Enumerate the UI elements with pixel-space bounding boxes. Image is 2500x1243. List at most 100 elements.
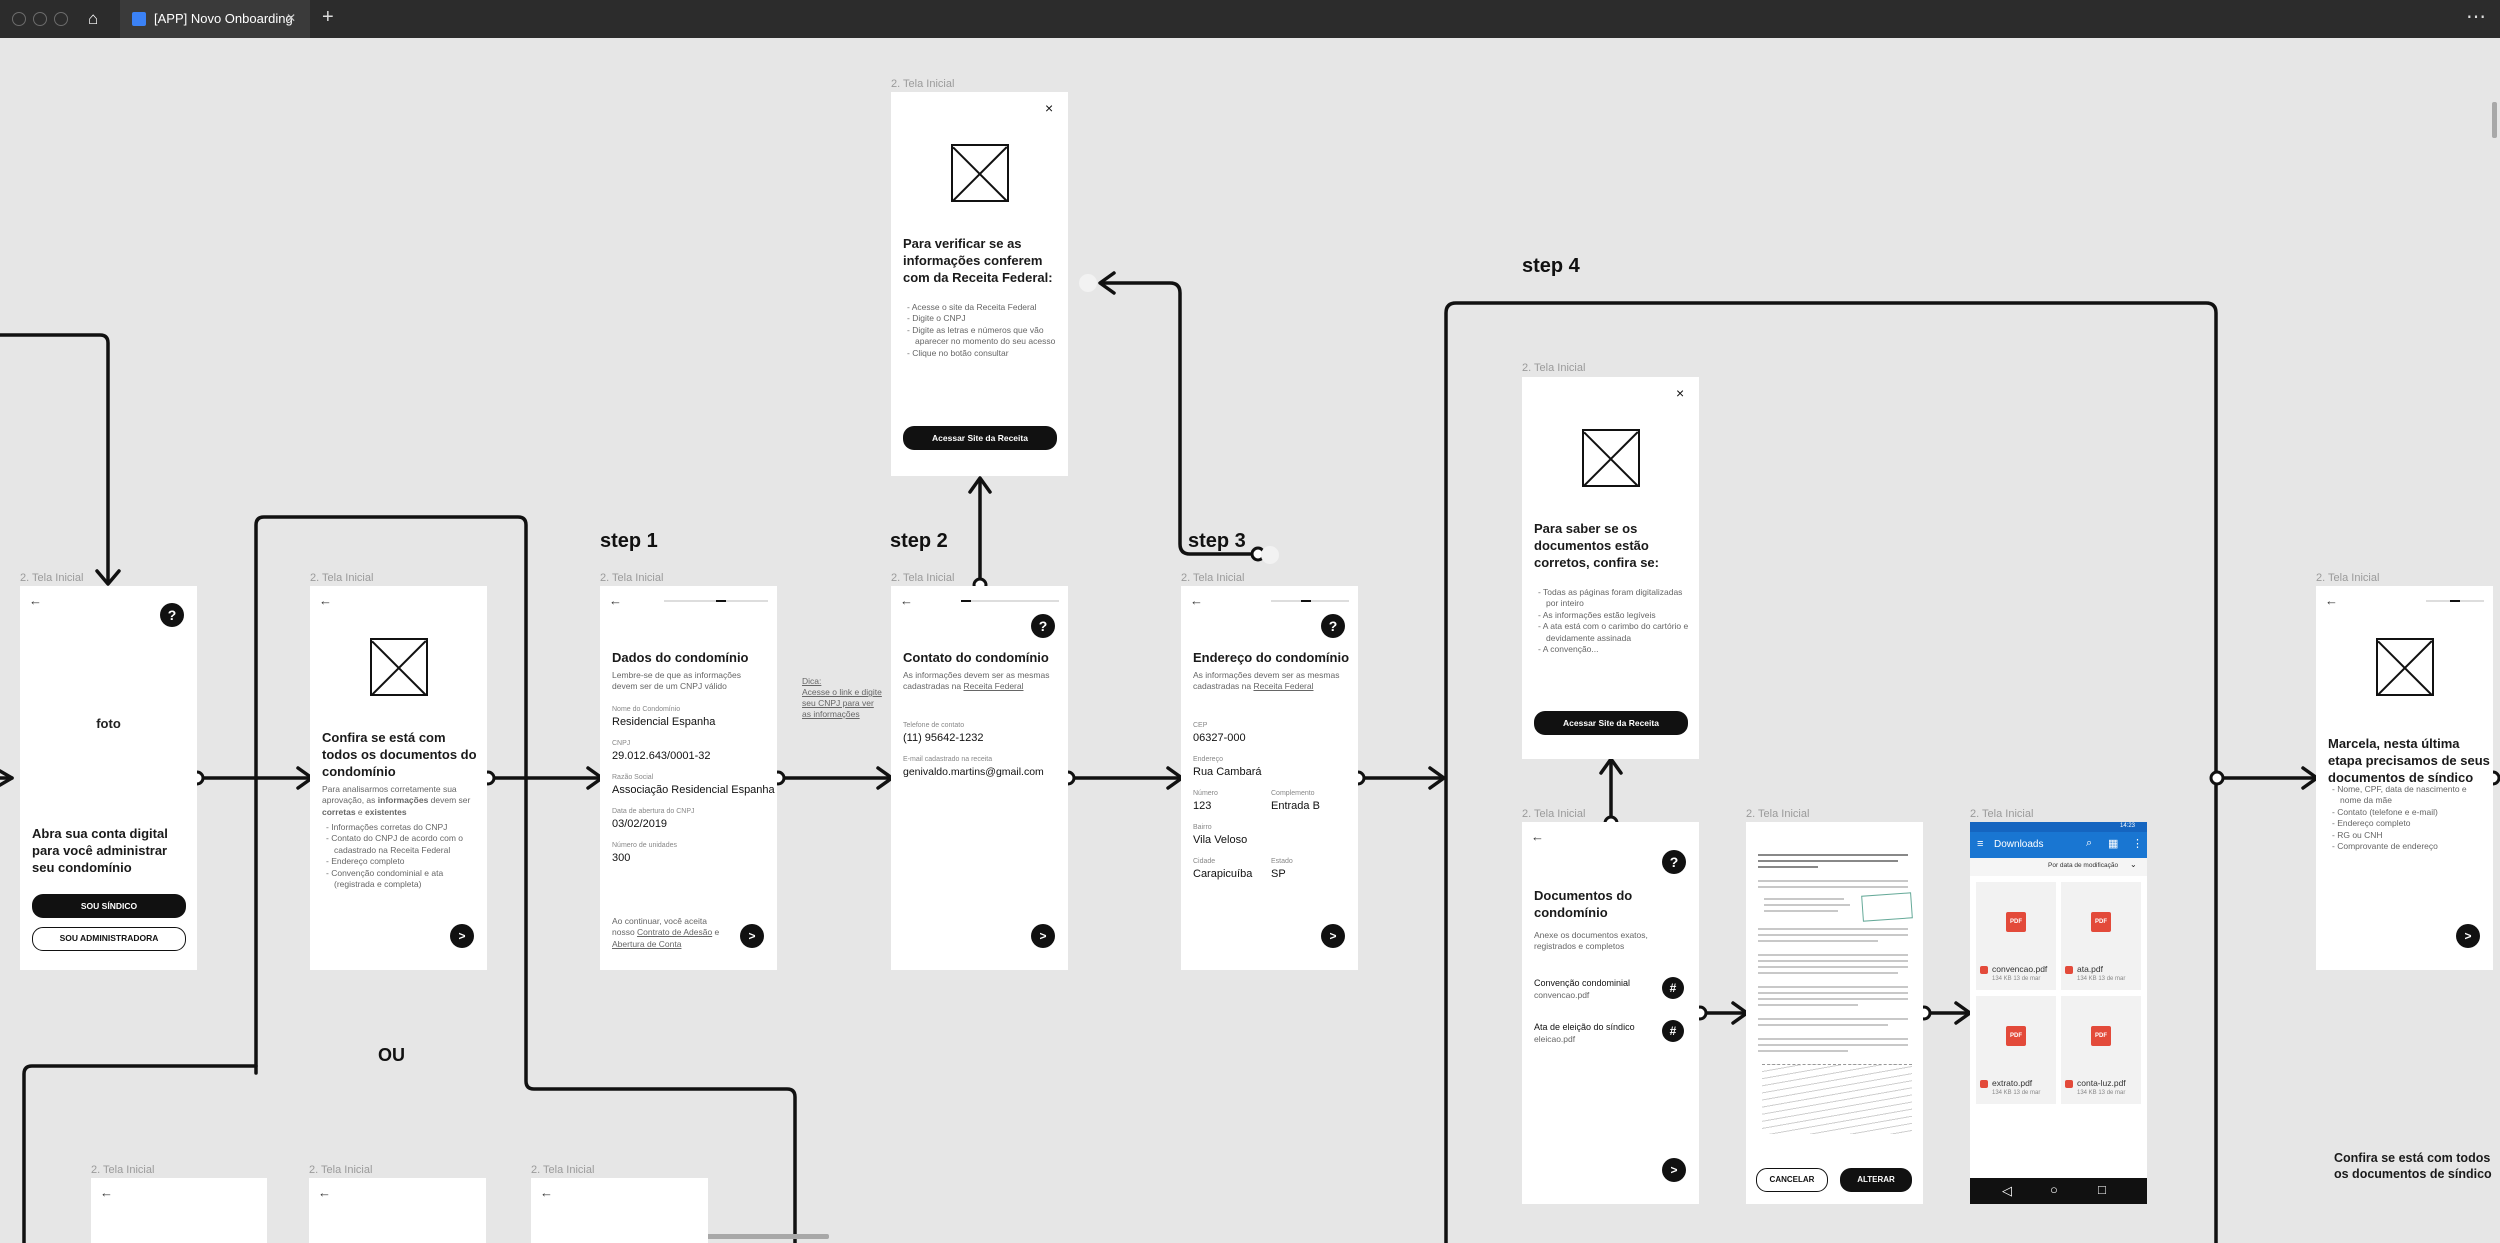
bairro-field[interactable]: Vila Veloso	[1193, 834, 1248, 846]
complemento-label: Complemento	[1271, 790, 1315, 797]
frame-contato-condominio[interactable]: ← ? Contato do condomínio As informações…	[891, 586, 1068, 970]
sou-sindico-button[interactable]: SOU SÍNDICO	[32, 894, 186, 918]
progress-indicator	[961, 600, 1059, 602]
window-minimize-control[interactable]	[33, 12, 47, 26]
next-button[interactable]: >	[1321, 924, 1345, 948]
cidade-label: Cidade	[1193, 858, 1216, 865]
file-tile[interactable]: PDF convencao.pdf 134 KB 13 de mar	[1976, 882, 2056, 990]
file-name: conta-luz.pdf	[2077, 1078, 2126, 1088]
pdf-icon: PDF	[2006, 912, 2026, 932]
home-icon[interactable]: ⌂	[88, 9, 99, 28]
frame-sindico-documents[interactable]: ← Marcela, nesta última etapa precisamos…	[2316, 586, 2493, 970]
bottom-frame-title: Confira se está com todos os documentos …	[2334, 1151, 2492, 1182]
more-menu-icon[interactable]: ⋯	[2466, 6, 2486, 28]
window-maximize-control[interactable]	[54, 12, 68, 26]
frame-bottom-2[interactable]: ←	[309, 1178, 486, 1243]
receita-federal-link[interactable]: Receita Federal	[1253, 681, 1314, 692]
tab-title: [APP] Novo Onboarding	[154, 11, 293, 26]
next-button[interactable]: >	[1662, 1158, 1686, 1182]
estado-field[interactable]: SP	[1271, 868, 1286, 880]
next-button[interactable]: >	[450, 924, 474, 948]
back-icon[interactable]: ←	[318, 1185, 331, 1200]
attach-ata-button[interactable]: #	[1662, 1020, 1684, 1042]
frame-endereco-condominio[interactable]: ← ? Endereço do condomínio As informaçõe…	[1181, 586, 1358, 970]
downloads-title: Downloads	[1994, 839, 2044, 850]
numero-field[interactable]: 123	[1193, 800, 1212, 812]
window-close-control[interactable]	[12, 12, 26, 26]
abertura-conta-link[interactable]: Abertura de Conta	[612, 938, 682, 949]
design-canvas[interactable]: step 1 step 2 step 3 step 4 OU 2. Tela I…	[0, 38, 2500, 1243]
stamp-image	[1861, 892, 1913, 922]
endereco-label: Endereço	[1193, 756, 1223, 763]
frame-welcome[interactable]: ← ? foto Abra sua conta digital para voc…	[20, 586, 197, 970]
frame-docs-modal[interactable]: × Para saber se os documentos estão corr…	[1522, 377, 1699, 759]
frame-label: 2. Tela Inicial	[91, 1164, 155, 1176]
endereco-field[interactable]: Rua Cambará	[1193, 766, 1262, 778]
grid-view-icon[interactable]: ▦	[2108, 838, 2119, 850]
file-tile[interactable]: PDF extrato.pdf 134 KB 13 de mar	[1976, 996, 2056, 1104]
contrato-adesao-link[interactable]: Contrato de Adesão	[637, 927, 713, 938]
complemento-field[interactable]: Entrada B	[1271, 800, 1320, 812]
sou-administradora-button[interactable]: SOU ADMINISTRADORA	[32, 927, 186, 951]
back-icon[interactable]: ←	[29, 593, 42, 608]
frame-dados-condominio[interactable]: ← Dados do condomínio Lembre-se de que a…	[600, 586, 777, 970]
progress-indicator	[1271, 600, 1349, 602]
sort-selector[interactable]: Por data de modificação ⌄	[1970, 858, 2147, 876]
add-tab-button[interactable]: +	[322, 6, 334, 28]
convencao-label: Convenção condominial	[1534, 978, 1631, 988]
frame-android-downloads[interactable]: 14:23 ≡ Downloads ⌕ ▦ ⋮ Por data de modi…	[1970, 822, 2147, 1204]
email-field[interactable]: genivaldo.martins@gmail.com	[903, 766, 1044, 778]
back-icon[interactable]: ←	[319, 593, 332, 608]
next-button[interactable]: >	[2456, 924, 2480, 948]
back-icon[interactable]: ←	[900, 593, 913, 608]
frame-document-preview[interactable]: CANCELAR ALTERAR	[1746, 822, 1923, 1204]
nome-field[interactable]: Residencial Espanha	[612, 716, 716, 728]
search-icon[interactable]: ⌕	[2086, 837, 2093, 849]
attach-convencao-button[interactable]: #	[1662, 977, 1684, 999]
acessar-receita-button[interactable]: Acessar Site da Receita	[1534, 711, 1688, 735]
frame-bottom-3[interactable]: ←	[531, 1178, 708, 1243]
receita-federal-link[interactable]: Receita Federal	[963, 681, 1024, 692]
frame-label: 2. Tela Inicial	[1746, 808, 1810, 820]
acessar-receita-button[interactable]: Acessar Site da Receita	[903, 426, 1057, 450]
help-icon[interactable]: ?	[160, 603, 184, 627]
cidade-field[interactable]: Carapicuíba	[1193, 868, 1253, 880]
frame-bottom-1[interactable]: ←	[91, 1178, 267, 1243]
back-icon[interactable]: ←	[2325, 593, 2338, 608]
frame-documentos-condominio[interactable]: ← ? Documentos do condomínio Anexe os do…	[1522, 822, 1699, 1204]
help-icon[interactable]: ?	[1662, 850, 1686, 874]
cep-field[interactable]: 06327-000	[1193, 732, 1246, 744]
nav-home-icon[interactable]: ○	[2050, 1182, 2058, 1197]
nav-recent-icon[interactable]: □	[2098, 1182, 2106, 1197]
back-icon[interactable]: ←	[540, 1185, 553, 1200]
frame-receita-modal[interactable]: × Para verificar se as informações confe…	[891, 92, 1068, 476]
next-button[interactable]: >	[740, 924, 764, 948]
frame-confirm-documents[interactable]: ← Confira se está com todos os documento…	[310, 586, 487, 970]
next-button[interactable]: >	[1031, 924, 1055, 948]
telefone-field[interactable]: (11) 95642-1232	[903, 732, 984, 744]
razao-social-field[interactable]: Associação Residencial Espanha	[612, 784, 775, 796]
abertura-field[interactable]: 03/02/2019	[612, 818, 668, 830]
help-icon[interactable]: ?	[1321, 614, 1345, 638]
file-tile[interactable]: PDF ata.pdf 134 KB 13 de mar	[2061, 882, 2141, 990]
tab-close-icon[interactable]: ✕	[286, 11, 297, 25]
help-icon[interactable]: ?	[1031, 614, 1055, 638]
tab-app-novo-onboarding[interactable]: [APP] Novo Onboarding ✕	[120, 0, 310, 38]
cnpj-field[interactable]: 29.012.643/0001-32	[612, 750, 711, 762]
file-tile[interactable]: PDF conta-luz.pdf 134 KB 13 de mar	[2061, 996, 2141, 1104]
unidades-label: Número de unidades	[612, 842, 677, 849]
back-icon[interactable]: ←	[1190, 593, 1203, 608]
dica-note[interactable]: Dica:Acesse o link e digite seu CNPJ par…	[802, 676, 882, 720]
close-icon[interactable]: ×	[1676, 385, 1685, 401]
step-3-label: step 3	[1188, 530, 1246, 552]
close-icon[interactable]: ×	[1045, 100, 1054, 116]
nav-back-icon[interactable]: ◁	[2002, 1183, 2012, 1198]
more-options-icon[interactable]: ⋮	[2132, 838, 2143, 850]
back-icon[interactable]: ←	[1531, 829, 1544, 844]
alterar-button[interactable]: ALTERAR	[1840, 1168, 1912, 1192]
menu-icon[interactable]: ≡	[1977, 838, 1984, 850]
cancel-button[interactable]: CANCELAR	[1756, 1168, 1828, 1192]
unidades-field[interactable]: 300	[612, 852, 631, 864]
back-icon[interactable]: ←	[609, 593, 622, 608]
back-icon[interactable]: ←	[100, 1185, 113, 1200]
